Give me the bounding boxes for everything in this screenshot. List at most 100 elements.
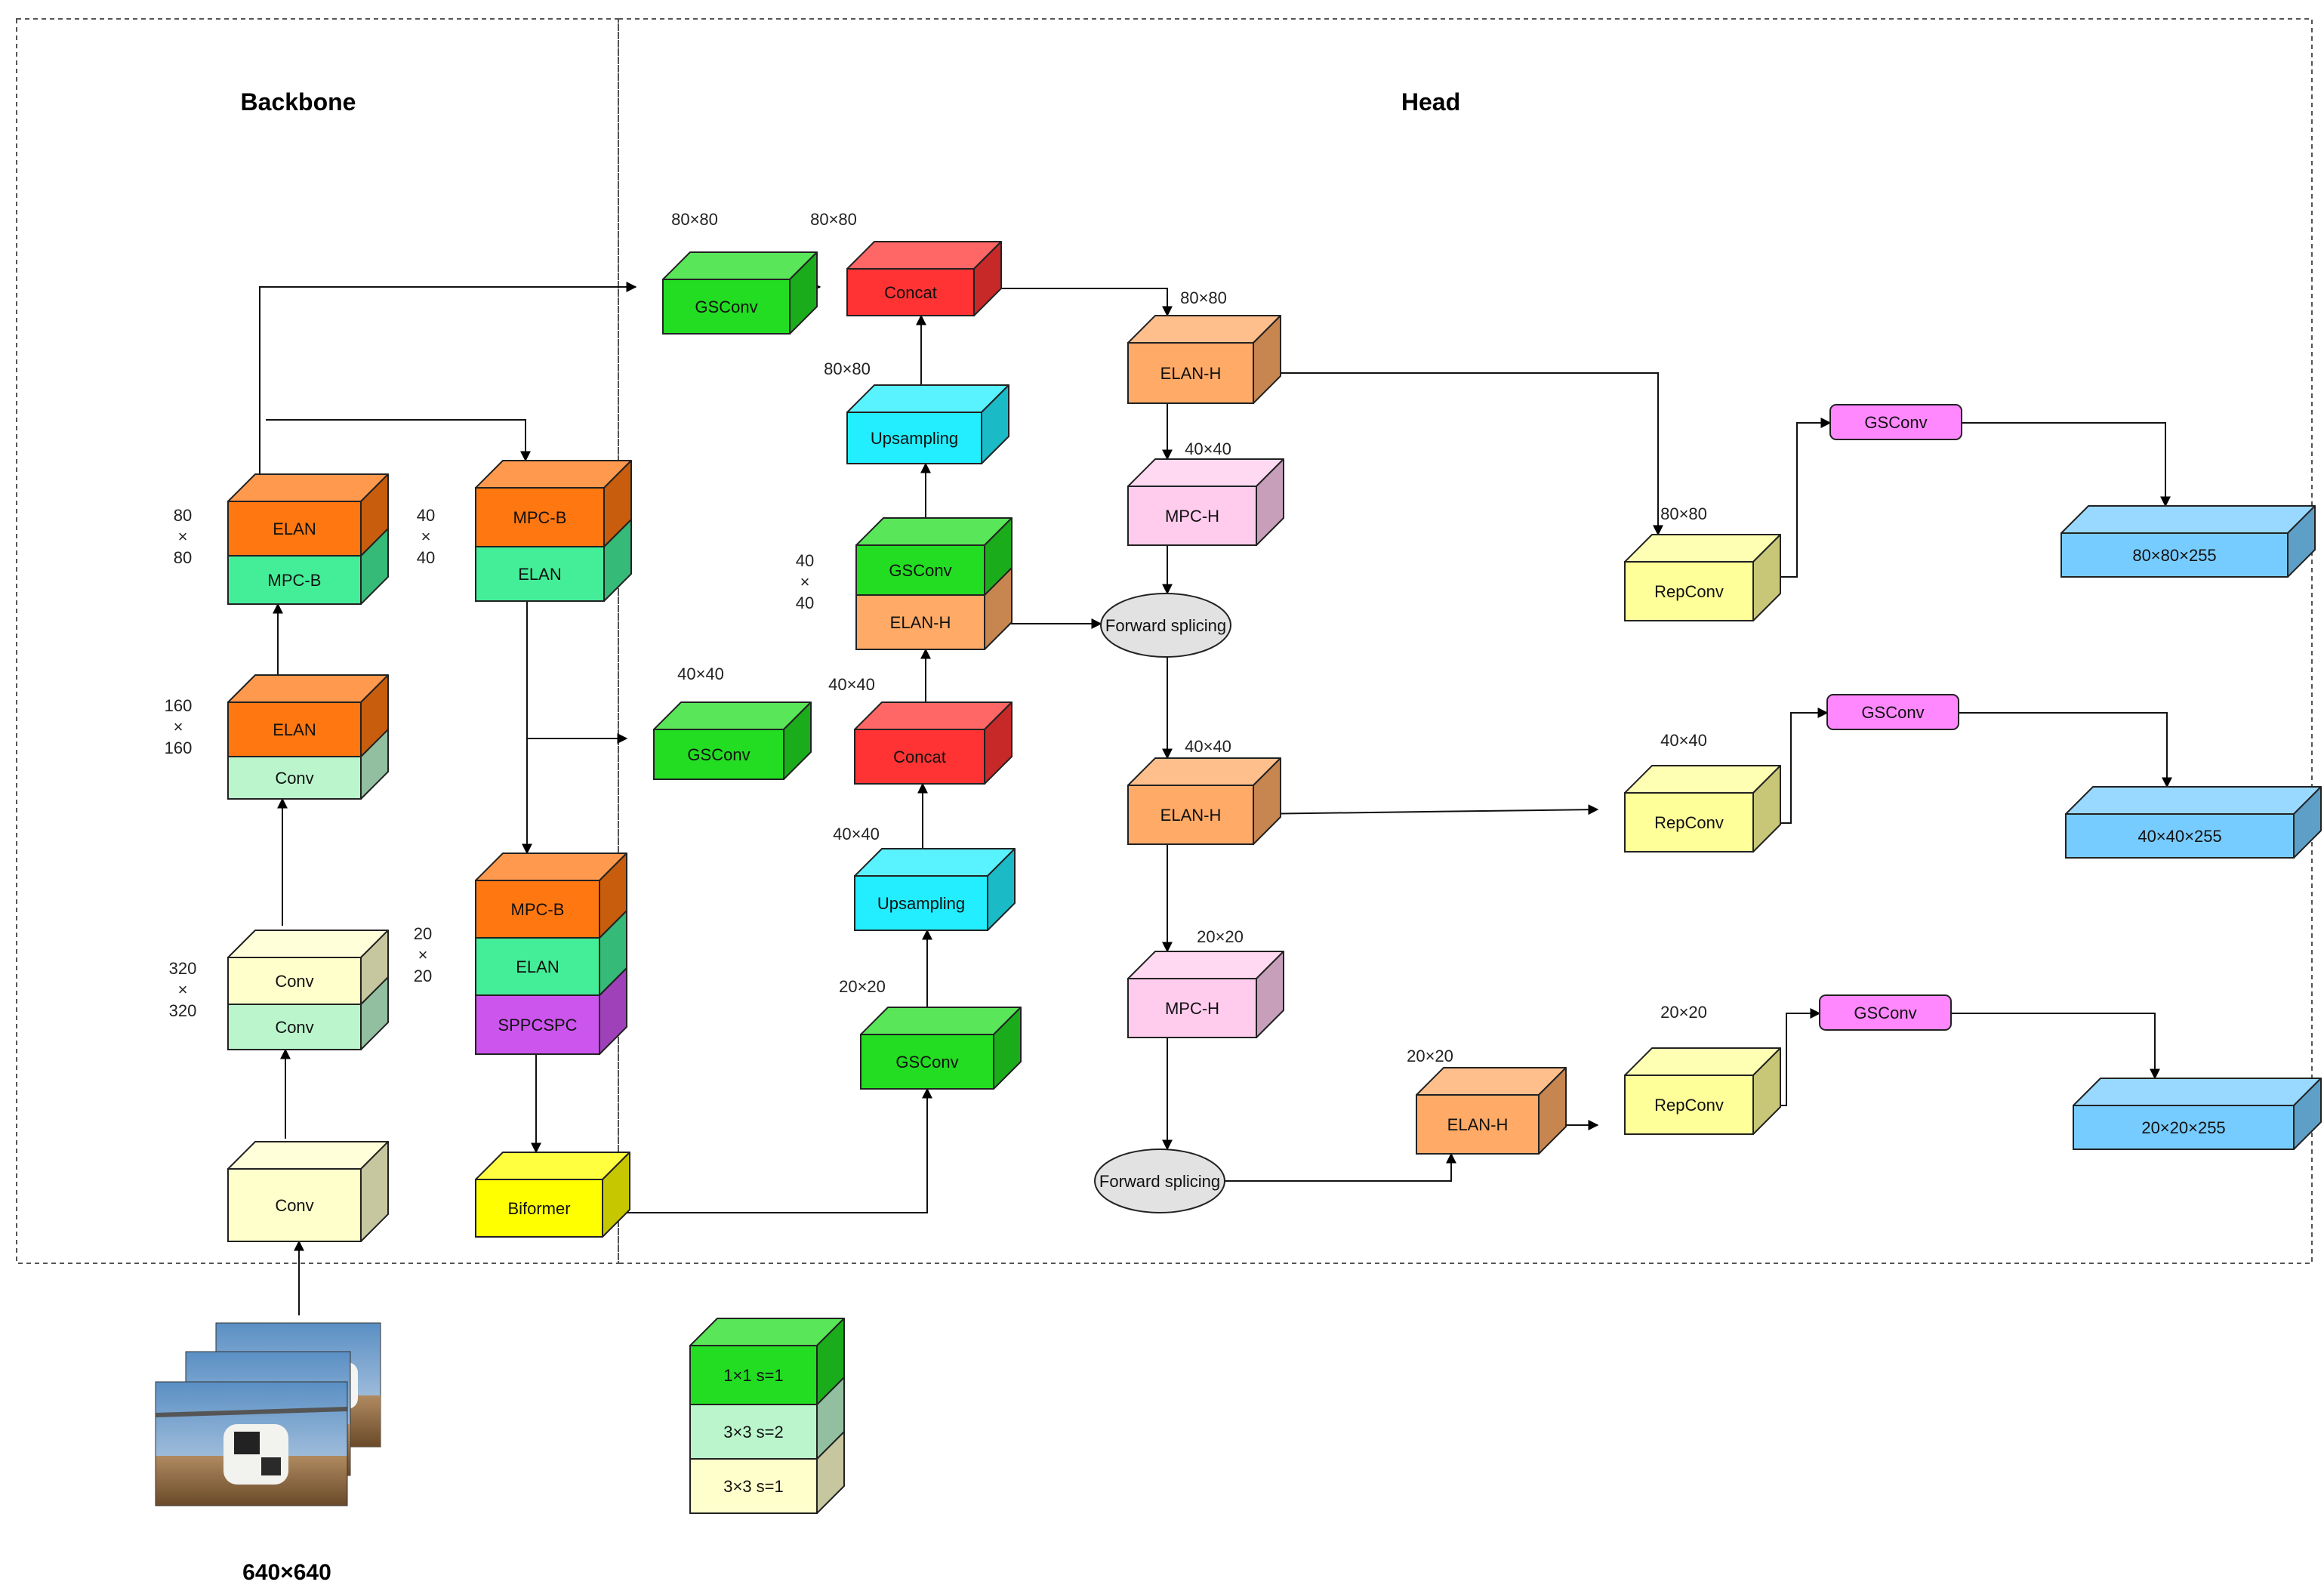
hd-gsconv40a-block: GSConv xyxy=(855,517,1013,596)
st-20-line: × xyxy=(418,945,428,964)
hd-elanh80-label: ELAN-H xyxy=(1160,364,1222,383)
st-160-line: 160 xyxy=(165,738,193,757)
hd-gsconv20-label: GSConv xyxy=(895,1053,958,1071)
hd-upsample40-label: Upsampling xyxy=(877,894,965,913)
hd-repconv80-label: RepConv xyxy=(1654,582,1724,601)
hd-out80-block: 80×80×255 xyxy=(2060,505,2316,578)
hd-elanh20-label: ELAN-H xyxy=(1447,1115,1509,1134)
hd-out80-label: 80×80×255 xyxy=(2132,546,2216,565)
hd-elanh40b-label: ELAN-H xyxy=(1160,806,1222,825)
lbl-hd-gsconv40b: 40×40 xyxy=(677,664,724,683)
lbl-hd-gsconv80: 80×80 xyxy=(671,210,718,229)
lbl-hd-elanh20: 20×20 xyxy=(1407,1047,1453,1065)
st-160-label: 160 × 160 xyxy=(165,696,193,757)
bb-conv-stem-label: Conv xyxy=(275,1196,313,1215)
lbl-hd-repconv20: 20×20 xyxy=(1660,1003,1707,1022)
arrow-31 xyxy=(1959,712,2172,788)
head-frame xyxy=(618,18,2313,1264)
st-80-label: 80 × 80 xyxy=(174,506,192,567)
hd-upsample80-block: Upsampling xyxy=(846,384,1009,464)
st-80-line: 80 xyxy=(174,548,192,567)
lbl-hd-mpch40: 40×40 xyxy=(1185,439,1231,458)
bb-conv320-b-label: Conv xyxy=(275,1018,313,1037)
hd-elanh80-block: ELAN-H xyxy=(1127,315,1281,404)
hd-gsconv80-label: GSConv xyxy=(695,298,757,316)
st-80-line: × xyxy=(178,527,188,546)
connection-arrows xyxy=(259,282,2172,1315)
bb-biformer-label: Biformer xyxy=(507,1199,570,1218)
legend-3x3s1-label: 3×3 s=1 xyxy=(723,1477,784,1496)
st-20-line: 20 xyxy=(414,967,432,985)
st-160-line: 160 xyxy=(165,696,193,715)
fs-1-label: Forward splicing xyxy=(1105,616,1226,635)
hd-repconv40-block: RepConv xyxy=(1624,765,1781,853)
legend-3x3s2-label: 3×3 s=2 xyxy=(723,1423,784,1441)
legend-1x1-block: 1×1 s=1 xyxy=(689,1318,845,1405)
lbl-hd-upsample40: 40×40 xyxy=(833,825,880,843)
bb-elan20-label: ELAN xyxy=(516,957,559,976)
lbl-hd-upsample80: 80×80 xyxy=(824,359,871,378)
arrow-4 xyxy=(259,282,637,474)
bb-conv-stem-block: Conv xyxy=(227,1141,389,1242)
lbl-hd-elanh40b: 40×40 xyxy=(1185,737,1231,756)
bb-biformer-block: Biformer xyxy=(475,1152,630,1238)
input-size-label: 640×640 xyxy=(242,1560,331,1585)
gs-out80-box: GSConv xyxy=(1829,404,1962,440)
legend-1x1-label: 1×1 s=1 xyxy=(723,1366,784,1385)
st-40hd-line: × xyxy=(800,572,810,591)
st-20-line: 20 xyxy=(414,924,432,943)
st-320-line: 320 xyxy=(169,959,197,978)
fs-2-ellipse: Forward splicing xyxy=(1094,1149,1225,1213)
st-160-line: × xyxy=(174,717,183,736)
hd-elanh40b-block: ELAN-H xyxy=(1127,757,1281,845)
hd-upsample40-block: Upsampling xyxy=(854,848,1016,931)
hd-gsconv80-block: GSConv xyxy=(662,251,818,335)
bb-mpcb20-block: MPC-B xyxy=(475,853,627,939)
blocks-layer: ConvConvConvConvELANMPC-BELANELANMPC-BSP… xyxy=(227,241,2322,1514)
st-80-line: 80 xyxy=(174,506,192,525)
bb-elan160-label: ELAN xyxy=(273,720,316,739)
hd-gsconv40b-label: GSConv xyxy=(687,745,750,764)
bb-elan80-block: ELAN xyxy=(227,473,389,557)
hd-gsconv20-block: GSConv xyxy=(860,1007,1022,1090)
hd-upsample80-label: Upsampling xyxy=(871,429,958,448)
arrow-32 xyxy=(1951,1013,2160,1080)
hd-mpch40-block: MPC-H xyxy=(1127,458,1284,546)
backbone-title: Backbone xyxy=(241,88,356,116)
gs-out40-label: GSConv xyxy=(1861,703,1924,722)
hd-concat80-label: Concat xyxy=(884,283,937,302)
arrow-25 xyxy=(1225,1152,1456,1182)
arrow-24 xyxy=(1253,804,1599,816)
lbl-hd-gsconv20: 20×20 xyxy=(839,977,886,996)
hd-out20-label: 20×20×255 xyxy=(2141,1118,2225,1137)
bb-conv320-a-label: Conv xyxy=(275,972,313,991)
hd-concat40-label: Concat xyxy=(893,748,946,766)
arrow-30 xyxy=(1962,422,2171,507)
hd-mpch20-block: MPC-H xyxy=(1127,951,1284,1038)
hd-out40-block: 40×40×255 xyxy=(2065,786,2322,859)
st-320-label: 320×320 xyxy=(169,959,197,1020)
hd-gsconv40a-label: GSConv xyxy=(889,561,951,580)
bb-conv320-a-block: Conv xyxy=(227,930,389,1005)
head-title: Head xyxy=(1401,88,1460,116)
bb-conv160-label: Conv xyxy=(275,769,313,788)
hd-elanh20-block: ELAN-H xyxy=(1416,1067,1567,1155)
hd-out20-block: 20×20×255 xyxy=(2073,1078,2322,1150)
lbl-hd-elanh80: 80×80 xyxy=(1180,288,1227,307)
st-40hd-line: 40 xyxy=(796,551,814,570)
arrow-5 xyxy=(266,419,531,462)
hd-repconv20-label: RepConv xyxy=(1654,1096,1724,1115)
gs-out20-label: GSConv xyxy=(1854,1004,1916,1022)
bb-elan80-label: ELAN xyxy=(273,520,316,538)
gs-out80-label: GSConv xyxy=(1864,413,1927,432)
input-image-stack: 640×640 xyxy=(155,1322,381,1585)
hd-repconv80-block: RepConv xyxy=(1624,534,1781,621)
st-40hd-line: 40 xyxy=(796,594,814,612)
bb-mpcb40-label: MPC-B xyxy=(513,508,567,527)
st-320-line: × xyxy=(178,980,188,999)
lbl-hd-concat80: 80×80 xyxy=(810,210,857,229)
hd-gsconv40b-block: GSConv xyxy=(653,701,812,780)
st-40bb-line: 40 xyxy=(417,506,435,525)
backbone-frame xyxy=(16,18,619,1264)
